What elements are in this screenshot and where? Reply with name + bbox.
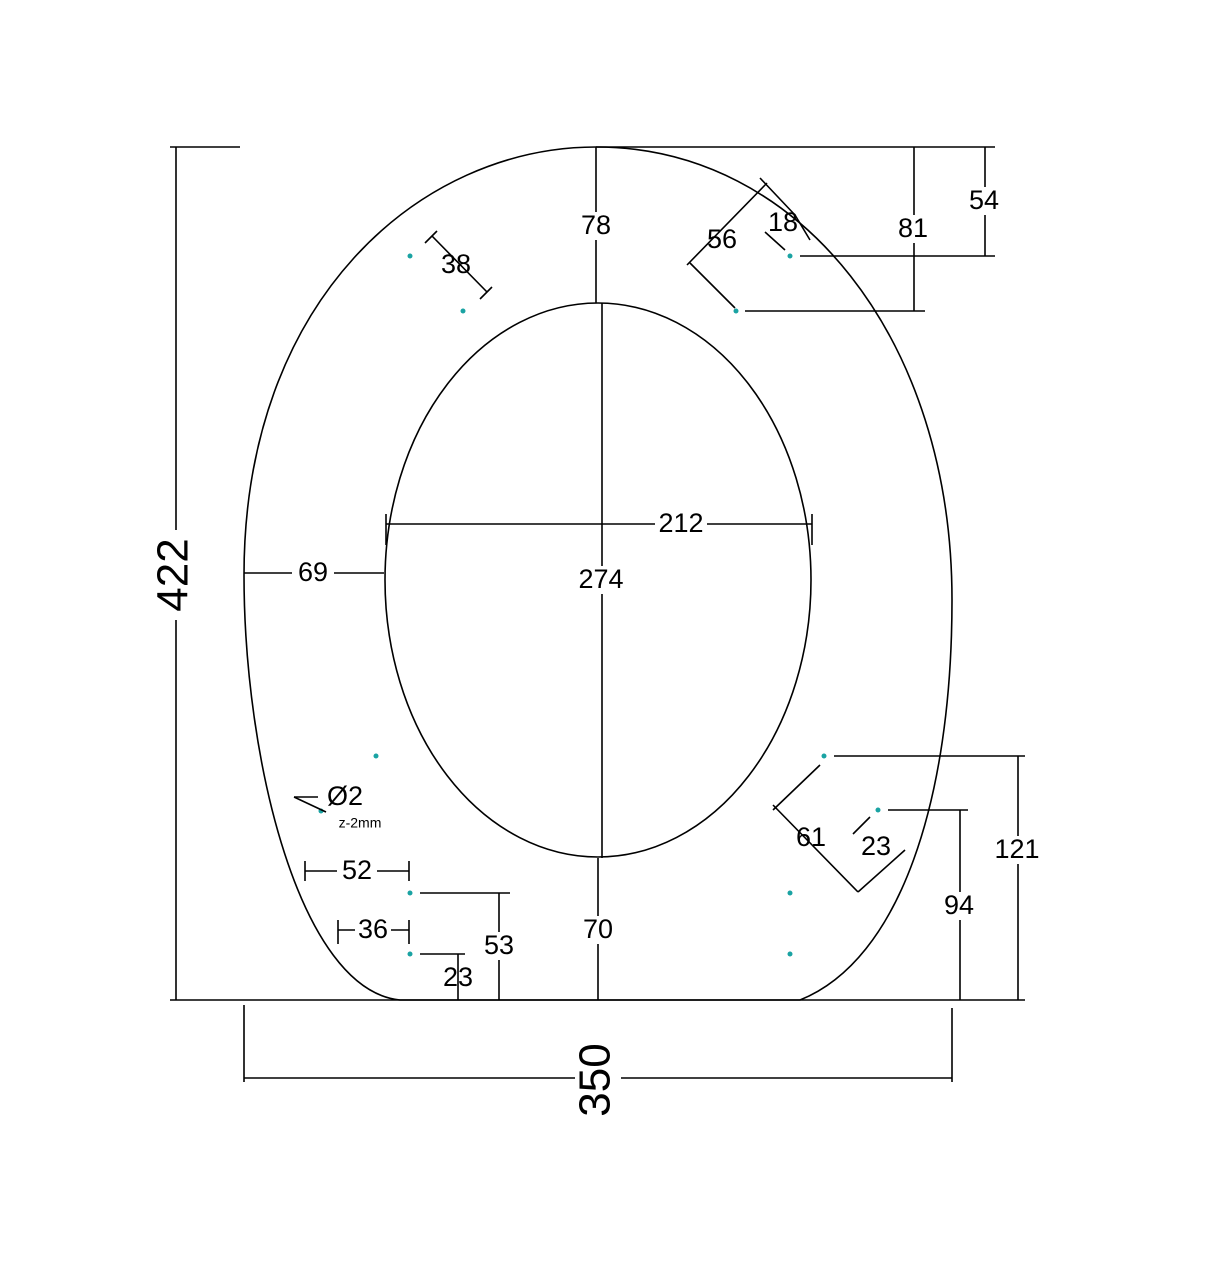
dim-52: 52	[342, 855, 372, 885]
dim-54: 54	[969, 185, 999, 215]
hole-marker	[733, 308, 739, 314]
dim-56: 56	[707, 224, 737, 254]
hole-leader	[293, 796, 327, 813]
label-backgrounds	[155, 187, 1041, 1120]
dim-38: 38	[441, 249, 471, 279]
hole-marker	[821, 753, 827, 759]
dim-81: 81	[898, 213, 928, 243]
hole-marker	[407, 890, 413, 896]
dim-side-rim: 69	[298, 557, 328, 587]
hole-marker	[460, 308, 466, 314]
dim-front-rim: 78	[581, 210, 611, 240]
hole-marker	[787, 890, 793, 896]
dim-18: 18	[768, 207, 798, 237]
dim-overall-length: 422	[149, 538, 198, 611]
dim-23-left: 23	[443, 962, 473, 992]
dim-opening-width: 212	[658, 508, 703, 538]
hole-marker	[407, 951, 413, 957]
hole-marker	[373, 753, 379, 759]
dim-121: 121	[994, 834, 1039, 864]
hole-marker	[875, 807, 881, 813]
dim-opening-length: 274	[578, 564, 623, 594]
dim-36: 36	[358, 914, 388, 944]
seat-opening	[384, 302, 812, 858]
dim-23-right: 23	[861, 831, 891, 861]
hole-depth-note: z-2mm	[339, 815, 382, 831]
hole-marker	[407, 253, 413, 259]
hole-markers	[318, 253, 881, 957]
dim-61: 61	[796, 822, 826, 852]
hole-marker	[787, 951, 793, 957]
hole-marker	[787, 253, 793, 259]
dim-94: 94	[944, 890, 974, 920]
dim-53: 53	[484, 930, 514, 960]
hole-diameter-note: Ø2	[327, 781, 363, 811]
dim-overall-width: 350	[571, 1043, 620, 1116]
dim-rear-rim: 70	[583, 914, 613, 944]
